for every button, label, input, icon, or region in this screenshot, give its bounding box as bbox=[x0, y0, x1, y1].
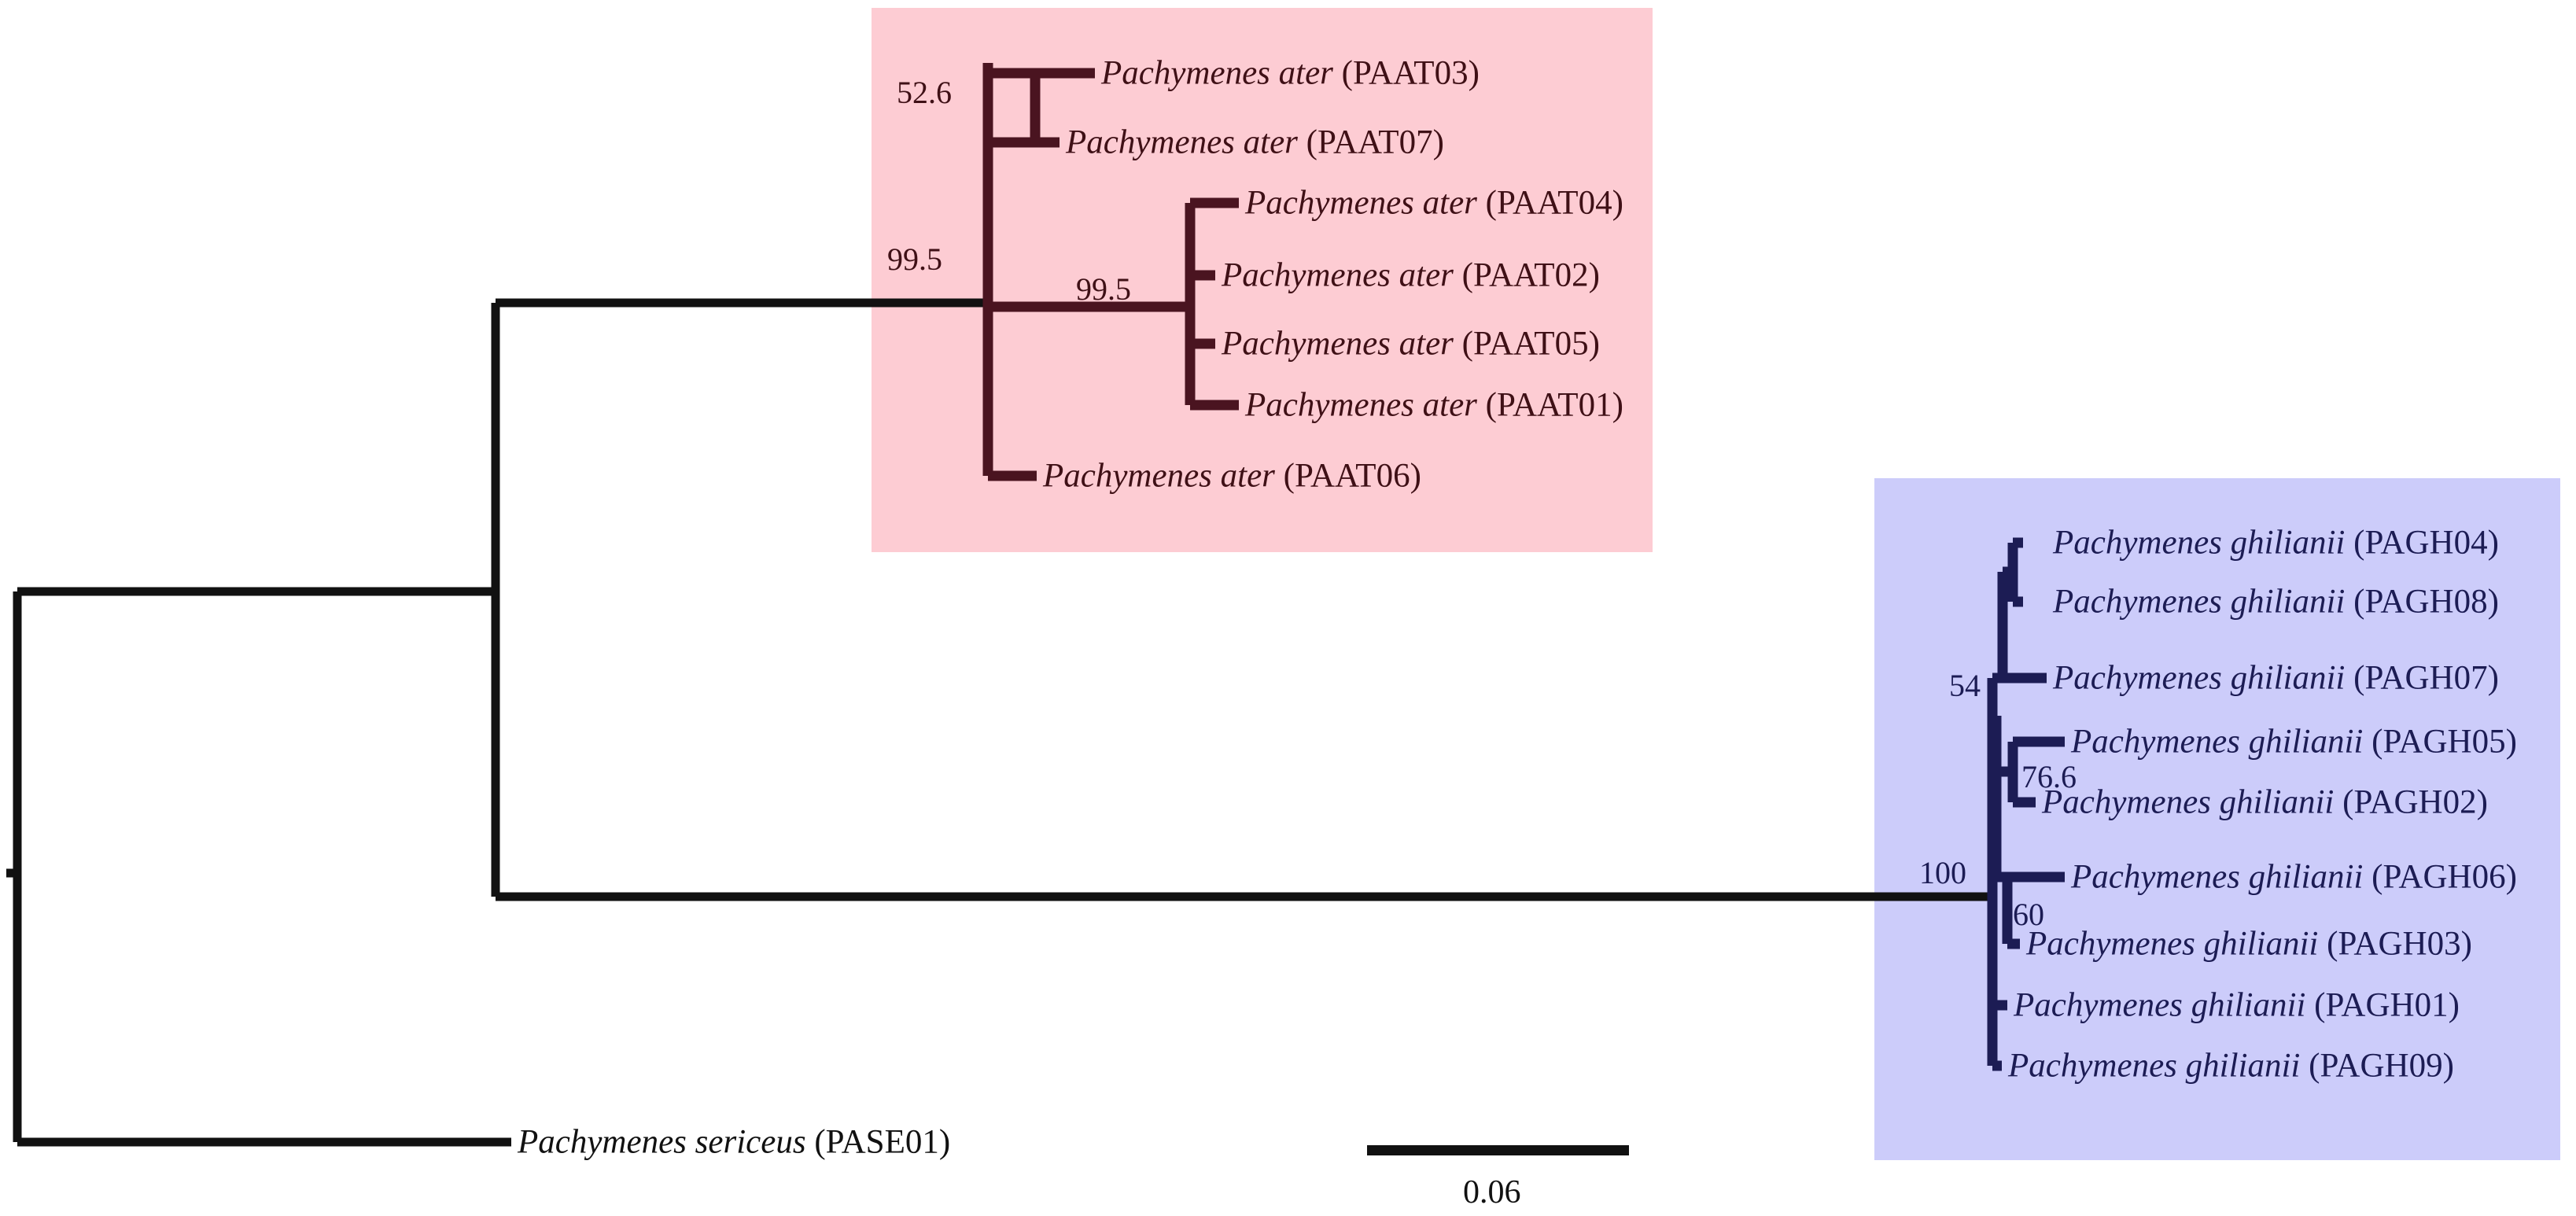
support-value-99-5-inner: 99.5 bbox=[1076, 271, 1131, 307]
accession-code: (PASE01) bbox=[814, 1123, 951, 1161]
tip-label-pagh02: Pachymenes ghilianii (PAGH02) bbox=[2042, 786, 2488, 820]
support-value-60: 60 bbox=[2013, 897, 2044, 932]
tip-label-pagh03: Pachymenes ghilianii (PAGH03) bbox=[2026, 927, 2472, 961]
accession-code: (PAAT03) bbox=[1341, 54, 1480, 92]
accession-code: (PAGH06) bbox=[2371, 858, 2517, 896]
species-name: Pachymenes ghilianii bbox=[2053, 583, 2346, 621]
support-value-54: 54 bbox=[1949, 668, 1981, 703]
support-value-100: 100 bbox=[1919, 855, 1966, 890]
species-name: Pachymenes ghilianii bbox=[2026, 925, 2319, 963]
tip-label-pagh06: Pachymenes ghilianii (PAGH06) bbox=[2071, 860, 2517, 894]
tip-label-pagh09: Pachymenes ghilianii (PAGH09) bbox=[2008, 1049, 2454, 1083]
pachymenes-ghilianii-branches bbox=[1987, 537, 2065, 1071]
tip-label-pagh04: Pachymenes ghilianii (PAGH04) bbox=[2053, 526, 2499, 560]
accession-code: (PAAT07) bbox=[1306, 123, 1444, 161]
support-value-99-5-clade: 99.5 bbox=[887, 241, 942, 277]
species-name: Pachymenes ghilianii bbox=[2042, 783, 2335, 821]
accession-code: (PAGH09) bbox=[2309, 1047, 2454, 1085]
species-name: Pachymenes ghilianii bbox=[2053, 524, 2346, 562]
tip-label-paat04: Pachymenes ater (PAAT04) bbox=[1245, 186, 1623, 220]
tip-label-pagh08: Pachymenes ghilianii (PAGH08) bbox=[2053, 585, 2499, 619]
tip-label-paat07: Pachymenes ater (PAAT07) bbox=[1066, 126, 1444, 160]
tip-label-paat06: Pachymenes ater (PAAT06) bbox=[1043, 459, 1421, 493]
accession-code: (PAGH01) bbox=[2314, 986, 2460, 1024]
accession-code: (PAGH02) bbox=[2342, 783, 2488, 821]
backbone-branches bbox=[6, 298, 1997, 1147]
accession-code: (PAAT01) bbox=[1485, 386, 1623, 424]
tip-label-paat01: Pachymenes ater (PAAT01) bbox=[1245, 389, 1623, 422]
tip-label-pagh07: Pachymenes ghilianii (PAGH07) bbox=[2053, 661, 2499, 695]
species-name: Pachymenes ghilianii bbox=[2071, 723, 2364, 761]
accession-code: (PAAT06) bbox=[1283, 457, 1421, 495]
pachymenes-ater-branches bbox=[982, 63, 1239, 481]
species-name: Pachymenes sericeus bbox=[518, 1123, 806, 1161]
tip-label-paat03: Pachymenes ater (PAAT03) bbox=[1101, 57, 1480, 90]
species-name: Pachymenes ater bbox=[1043, 457, 1275, 495]
scale-bar-label: 0.06 bbox=[1463, 1174, 1521, 1210]
accession-code: (PAGH04) bbox=[2353, 524, 2499, 562]
tip-label-pagh01: Pachymenes ghilianii (PAGH01) bbox=[2014, 989, 2460, 1023]
accession-code: (PAGH03) bbox=[2327, 925, 2472, 963]
support-value-76-6: 76.6 bbox=[2021, 759, 2077, 794]
accession-code: (PAGH08) bbox=[2353, 583, 2499, 621]
scale-bar bbox=[1367, 1145, 1629, 1155]
accession-code: (PAGH07) bbox=[2353, 659, 2499, 697]
species-name: Pachymenes ater bbox=[1222, 325, 1454, 363]
accession-code: (PAAT04) bbox=[1485, 184, 1623, 222]
species-name: Pachymenes ater bbox=[1245, 386, 1477, 424]
species-name: Pachymenes ater bbox=[1222, 256, 1454, 294]
species-name: Pachymenes ater bbox=[1245, 184, 1477, 222]
tip-label-pagh05: Pachymenes ghilianii (PAGH05) bbox=[2071, 725, 2517, 759]
tip-label-paat05: Pachymenes ater (PAAT05) bbox=[1222, 327, 1600, 361]
accession-code: (PAAT05) bbox=[1461, 325, 1600, 363]
species-name: Pachymenes ghilianii bbox=[2053, 659, 2346, 697]
support-value-52-6: 52.6 bbox=[897, 75, 952, 110]
tip-label-paat02: Pachymenes ater (PAAT02) bbox=[1222, 259, 1600, 293]
species-name: Pachymenes ghilianii bbox=[2071, 858, 2364, 896]
species-name: Pachymenes ater bbox=[1101, 54, 1333, 92]
tip-label-pase01: Pachymenes sericeus (PASE01) bbox=[518, 1126, 950, 1159]
accession-code: (PAAT02) bbox=[1461, 256, 1600, 294]
accession-code: (PAGH05) bbox=[2371, 723, 2517, 761]
species-name: Pachymenes ater bbox=[1066, 123, 1298, 161]
species-name: Pachymenes ghilianii bbox=[2008, 1047, 2301, 1085]
pachymenes-ater-clade-highlight bbox=[872, 8, 1653, 552]
species-name: Pachymenes ghilianii bbox=[2014, 986, 2306, 1024]
